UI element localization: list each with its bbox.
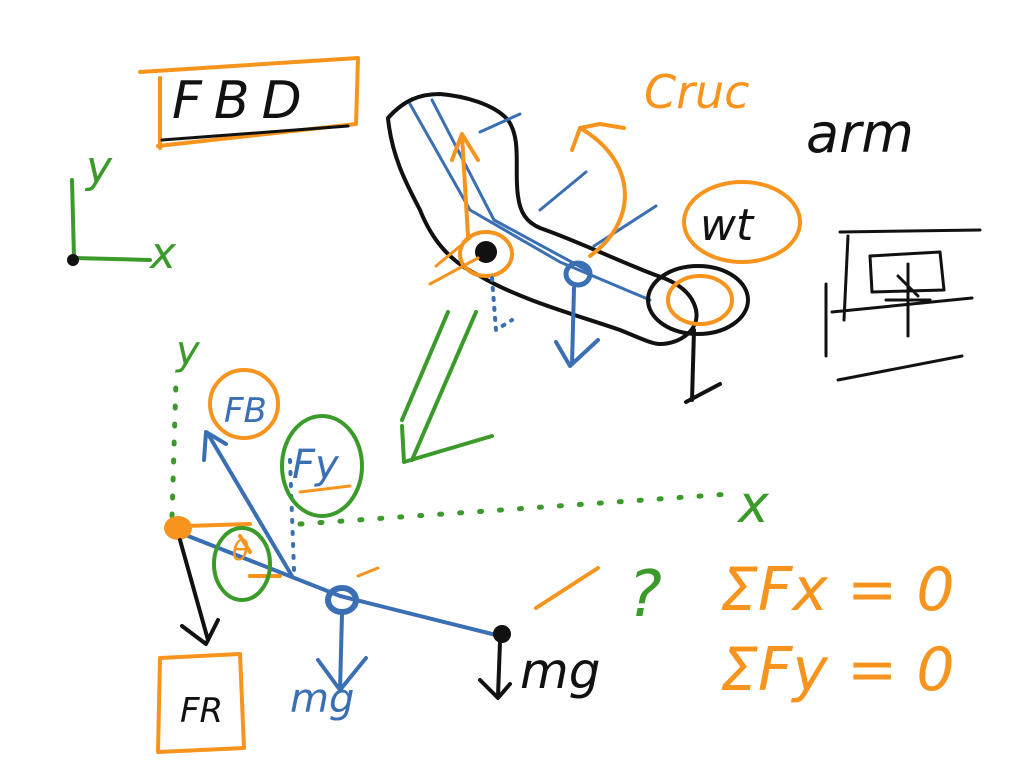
arm-dotted-line: [490, 276, 514, 332]
theta-label: θ: [232, 534, 249, 567]
axis-x-label: x: [148, 228, 177, 279]
reference-axes: y x: [67, 142, 177, 279]
pivot-joint: [164, 516, 192, 540]
x-axis-line: [72, 256, 152, 262]
fr-label-box: [156, 652, 246, 754]
equilibrium-equations: ? ΣFx = 0 ΣFy = 0: [534, 555, 955, 705]
arm-label: arm: [806, 102, 914, 165]
gymnast-frame: [824, 228, 982, 382]
arm-forearm-lines: [408, 98, 652, 302]
theta-circle: [212, 526, 272, 602]
theta-orange-marks: [184, 522, 282, 578]
elbow-joint-circle: [458, 230, 514, 278]
sum-fy-equation: ΣFy = 0: [720, 635, 955, 705]
fbd-title-underline: [160, 124, 350, 142]
arm-muscle-lines: [478, 112, 658, 248]
fbd-title-text: FBD: [172, 71, 314, 131]
gymnast-icon: [824, 228, 982, 382]
arm-orange-force-up: [450, 132, 480, 238]
fb-label: FB: [224, 391, 267, 431]
arm-cm-weight-arrow: [316, 612, 368, 692]
fy-label: Fy: [292, 442, 340, 488]
hand-weight-inner: [666, 274, 734, 326]
fy-label-circle: [280, 414, 364, 518]
question-mark: ?: [628, 558, 662, 632]
crucifix-label: Cruc: [644, 65, 749, 119]
equation-dash: [534, 566, 600, 610]
elbow-joint-hash: [428, 236, 480, 286]
arm-orange-curve-arrow: [570, 122, 627, 258]
fr-label: FR: [180, 691, 223, 731]
arm-cm-mark: [325, 585, 359, 615]
wt-label-circle: [682, 180, 802, 264]
beam-y-axis-dotted: [169, 377, 179, 519]
gymnast-figure: [868, 250, 946, 338]
arm-center-mass-mark: [563, 260, 593, 288]
transition-arrow: [400, 310, 494, 464]
sum-fx-equation: ΣFx = 0: [720, 555, 955, 625]
beam-y-label: y: [175, 328, 201, 374]
arm-weight-arrow: [554, 286, 600, 368]
fbd-title-box: [138, 56, 360, 150]
hand-weight-force-arrow: [478, 640, 512, 700]
hand-weight-arrow: [684, 328, 722, 404]
arm-sketch: wt: [386, 92, 802, 404]
elbow-joint-dot: [475, 241, 497, 263]
wt-label: wt: [700, 200, 755, 251]
beam-x-label: x: [736, 475, 770, 535]
beam-fbd: y x FB Fy θ FR mg mg: [156, 328, 770, 754]
beam-x-axis-dotted: [297, 491, 733, 527]
arm-cm-tick: [356, 566, 380, 578]
axes-origin-dot: [67, 254, 79, 266]
mg-blue-label: mg: [290, 676, 354, 722]
hand-weight-outer: [646, 264, 750, 336]
mg-black-label: mg: [520, 642, 600, 700]
fr-force-arrow: [178, 538, 220, 646]
axis-y-label: y: [84, 142, 113, 193]
beam-line: [176, 530, 502, 638]
fb-label-circle: [208, 368, 280, 440]
fbd-title-group: FBD: [138, 56, 360, 150]
y-axis-line: [70, 178, 76, 260]
fb-force-arrow: [202, 430, 294, 578]
beam-end-dot: [493, 625, 511, 643]
fy-underline: [298, 484, 352, 494]
